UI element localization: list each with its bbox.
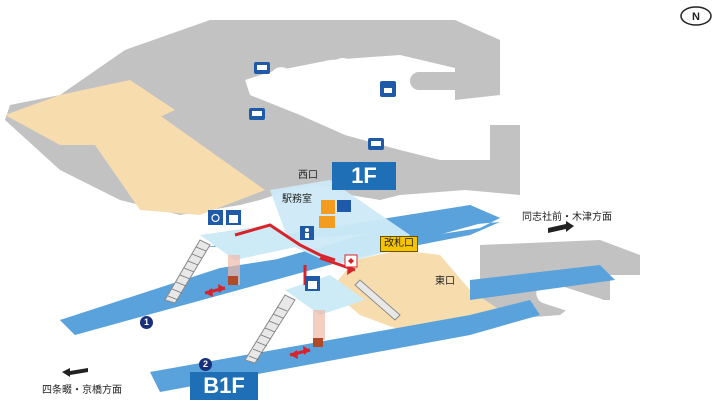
direction-north-label: 同志社前・木津方面 — [522, 212, 612, 223]
direction-arrow-south — [62, 368, 88, 377]
direction-south-label: 四条畷・京橋方面 — [42, 385, 122, 396]
restroom-icon — [300, 226, 314, 240]
elevator-shaft — [228, 255, 325, 347]
floor-badge-b1f: B1F — [190, 372, 258, 400]
west-exit-label: 西口 — [298, 170, 318, 181]
building-block — [5, 80, 500, 330]
platform-number-1: 1 — [140, 316, 153, 329]
taxi-stand-icon — [380, 81, 396, 97]
wheelchair-icon — [208, 210, 223, 225]
stairs — [164, 239, 401, 364]
platform-2 — [150, 300, 540, 392]
bus-stop-icon-2 — [249, 108, 265, 120]
bus-stop-icon — [254, 62, 270, 74]
compass-icon: N — [680, 4, 712, 28]
floor-badge-1f: 1F — [332, 162, 396, 190]
bus-stop-icon-3 — [368, 138, 384, 150]
east-exit-label: 東口 — [435, 276, 455, 287]
ticket-machine-icon — [319, 200, 351, 228]
station-office-label: 駅務室 — [282, 194, 312, 205]
ticket-gate-label: 改札口 — [380, 236, 418, 252]
concourse-1f — [200, 180, 410, 265]
platform-number-2: 2 — [199, 358, 212, 371]
elevator-icon — [226, 210, 241, 225]
stair-steps — [167, 246, 288, 361]
direction-arrow-north — [548, 221, 574, 233]
elevator-icon-b1f — [305, 276, 320, 291]
compass-letter: N — [692, 11, 700, 23]
aed-icon — [344, 254, 358, 268]
